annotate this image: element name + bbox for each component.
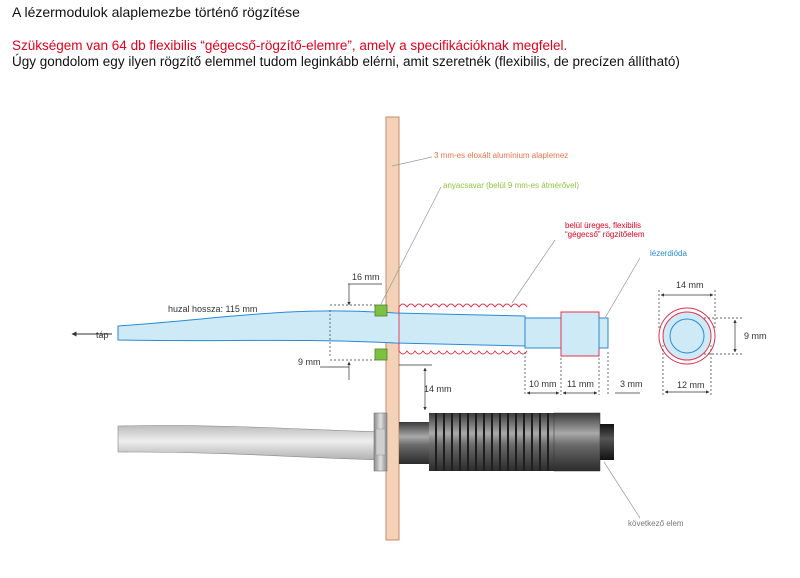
dim-cross-section-lines	[658, 290, 742, 396]
page-title: A lézermodulok alaplemezbe történő rögzí…	[12, 4, 300, 20]
dim-9mm-left-label: 9 mm	[298, 357, 321, 367]
cable	[117, 425, 387, 461]
module-tip	[600, 424, 614, 460]
nut-label: anyacsavar (belül 9 mm-es átmérővel)	[443, 181, 579, 190]
nut-top	[374, 304, 388, 317]
cross-section	[658, 307, 716, 365]
threaded-neck	[399, 422, 429, 464]
dim-3mm-label: 3 mm	[620, 379, 643, 389]
next-element-label: következő elem	[628, 519, 684, 528]
laser-diode-label: lézerdióda	[650, 249, 687, 258]
nut-bottom	[374, 348, 388, 361]
dim-9mm-right-label: 9 mm	[744, 331, 767, 341]
dim-14mm-top-label: 14 mm	[676, 280, 704, 290]
dim-10mm-label: 10 mm	[529, 379, 557, 389]
laser-diode-body	[524, 317, 564, 349]
laser-lens	[598, 317, 609, 349]
power-label: táp	[96, 330, 109, 340]
dim-14mm-vertical	[399, 364, 432, 411]
dim-12mm-label: 12 mm	[677, 380, 705, 390]
module-head	[553, 412, 601, 472]
flex-holder-label-line2: “gégecső” rögzítőelem	[565, 230, 645, 239]
requirement-text: Szükségem van 64 db flexibilis “gégecső-…	[12, 38, 568, 53]
wire	[117, 310, 526, 347]
dim-16mm-label: 16 mm	[352, 272, 380, 282]
dim-14mm-vertical-label: 14 mm	[424, 384, 452, 394]
corrugated-body	[429, 413, 554, 471]
flex-holder-label-line1: belül üreges, flexibilis	[565, 221, 641, 230]
dim-9mm-left	[320, 361, 351, 380]
dim-11mm-label: 11 mm	[567, 379, 594, 389]
dim-length-lines	[524, 352, 640, 395]
wire-length-label: huzal hossza: 115 mm	[168, 304, 257, 314]
plate-label: 3 mm-es eloxált alumínium alaplemez	[434, 151, 568, 160]
dim-16mm	[329, 283, 382, 361]
laser-holder-sleeve	[560, 311, 600, 357]
flex-tube	[398, 303, 528, 355]
description-text: Úgy gondolom egy ilyen rögzítő elemmel t…	[12, 54, 680, 69]
